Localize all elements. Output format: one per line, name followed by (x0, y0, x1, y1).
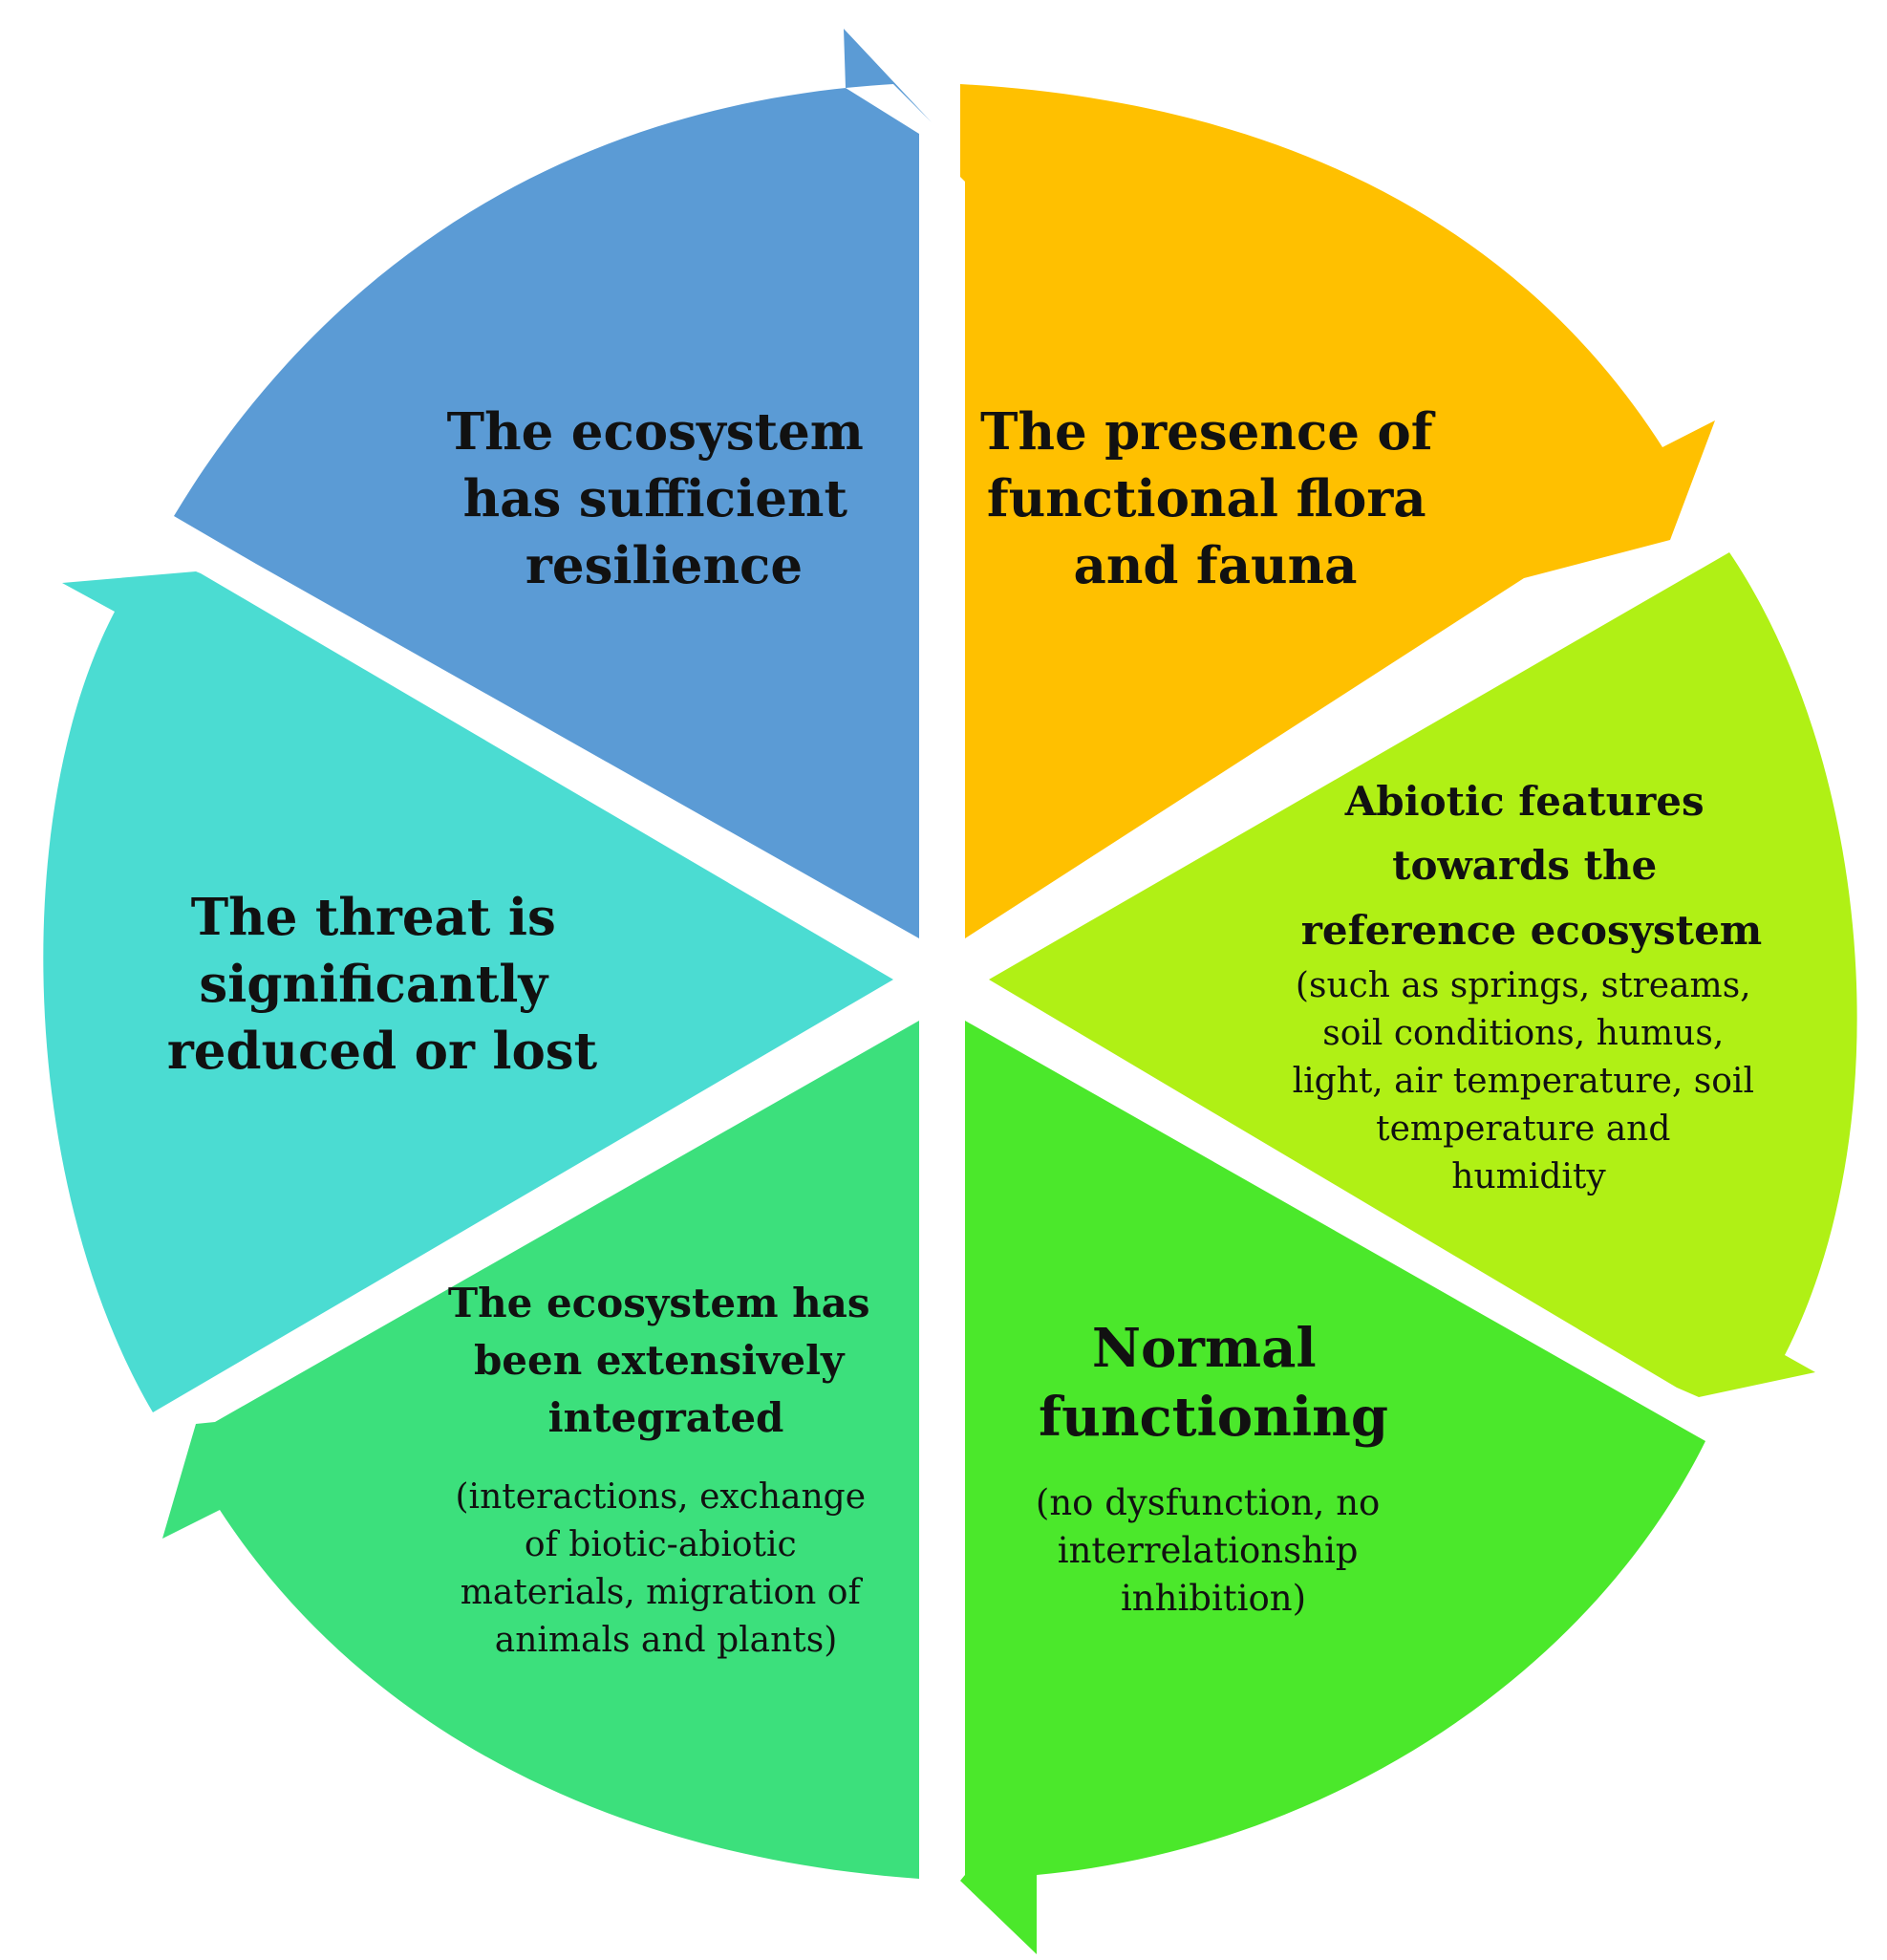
segment-normal-detail-line: interrelationship (1058, 1530, 1359, 1571)
segment-resilience-title-line: resilience (525, 536, 803, 595)
segment-flora-fauna: The presence of functional flora and fau… (960, 84, 1715, 938)
segment-normal-title: Normal functioning (1039, 1317, 1388, 1449)
segment-integrated-title-line: been extensively (474, 1337, 846, 1384)
segment-flora-fauna-title-line: The presence of (980, 402, 1436, 462)
segment-abiotic: Abiotic features towards the reference e… (989, 552, 1857, 1397)
segment-integrated-title: The ecosystem has been extensively integ… (448, 1280, 884, 1441)
segment-abiotic-detail-line: soil conditions, humus, (1322, 1014, 1724, 1053)
segment-integrated-title-line: The ecosystem has (448, 1280, 870, 1326)
segment-integrated-detail: (interactions, exchange of biotic-abioti… (456, 1477, 877, 1660)
segment-integrated-title-line: integrated (548, 1394, 784, 1441)
segment-threat-title-line: reduced or lost (167, 1022, 598, 1081)
segment-normal-detail-line: inhibition) (1121, 1578, 1306, 1619)
segment-integrated-detail-line: (interactions, exchange (456, 1477, 867, 1517)
segment-normal-shape (960, 1021, 1705, 1954)
segment-threat-shape (43, 571, 893, 1412)
segment-abiotic-detail-line: temperature and (1376, 1109, 1670, 1149)
segment-abiotic-title: Abiotic features towards the reference e… (1301, 778, 1763, 954)
segment-integrated: The ecosystem has been extensively integ… (162, 1021, 919, 1879)
segment-threat-title-line: The threat is (191, 888, 556, 947)
segment-normal-detail: (no dysfunction, no interrelationship in… (1036, 1482, 1391, 1619)
segment-resilience-title-line: has sufficient (463, 469, 848, 528)
segment-resilience: The ecosystem has sufficient resilience (174, 29, 932, 938)
segment-flora-fauna-shape (960, 84, 1715, 938)
segment-normal-title-line: functioning (1039, 1386, 1388, 1449)
segment-abiotic-detail-line: humidity (1451, 1157, 1606, 1196)
segment-abiotic-title-line: towards the (1392, 842, 1657, 889)
segment-threat-title-line: significantly (199, 955, 549, 1014)
segment-abiotic-title-line: Abiotic features (1344, 778, 1705, 825)
segment-flora-fauna-title-line: and fauna (1074, 536, 1358, 595)
segment-abiotic-shape (989, 552, 1857, 1397)
segment-normal: Normal functioning (no dysfunction, no i… (960, 1021, 1705, 1954)
segment-resilience-shape (174, 29, 932, 938)
segment-integrated-detail-line: animals and plants) (495, 1621, 838, 1660)
segment-integrated-shape (162, 1021, 919, 1879)
segment-threat-title: The threat is significantly reduced or l… (167, 888, 598, 1081)
segment-threat: The threat is significantly reduced or l… (43, 571, 893, 1412)
segment-normal-detail-line: (no dysfunction, no (1036, 1482, 1380, 1523)
segment-resilience-title: The ecosystem has sufficient resilience (447, 402, 882, 595)
segment-normal-title-line: Normal (1092, 1317, 1317, 1380)
segment-abiotic-detail-line: light, air temperature, soil (1293, 1062, 1754, 1101)
segment-integrated-detail-line: of biotic-abiotic (525, 1525, 797, 1564)
segment-resilience-title-line: The ecosystem (447, 402, 864, 462)
segment-flora-fauna-title-line: functional flora (987, 469, 1426, 528)
segment-abiotic-detail-line: (such as springs, streams, (1296, 966, 1751, 1005)
segment-abiotic-title-line: reference ecosystem (1301, 907, 1763, 954)
segment-abiotic-detail: (such as springs, streams, soil conditio… (1293, 966, 1766, 1196)
segment-integrated-detail-line: materials, migration of (461, 1573, 864, 1612)
segment-flora-fauna-title: The presence of functional flora and fau… (980, 402, 1450, 595)
